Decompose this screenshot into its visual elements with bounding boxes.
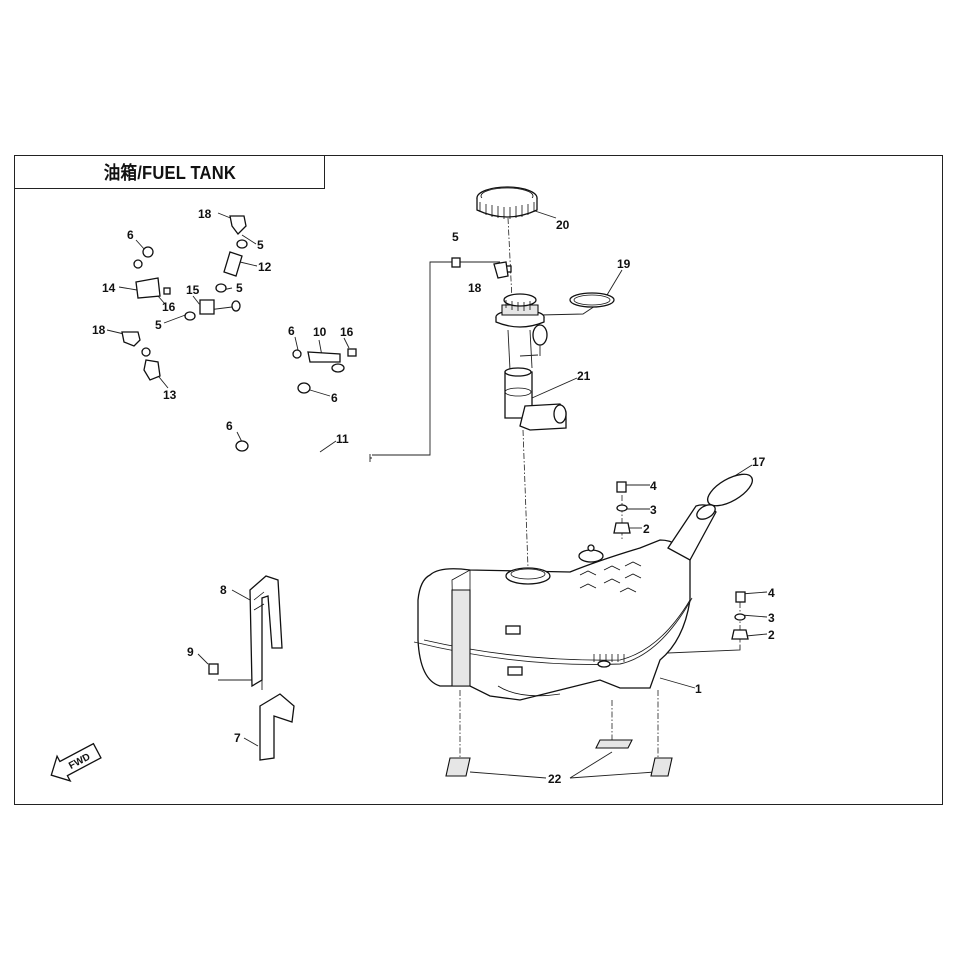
rubber-pads-part bbox=[445, 739, 673, 777]
callout-18-top: 18 bbox=[198, 207, 212, 221]
callout-19: 19 bbox=[617, 257, 631, 271]
tank-strap-part bbox=[249, 575, 283, 688]
leader-lines bbox=[106, 205, 768, 779]
bolt-stack-right bbox=[731, 591, 749, 640]
callout-3-upper: 3 bbox=[650, 503, 657, 517]
strap-bolt-part bbox=[208, 663, 219, 675]
forward-direction-arrow: FWD bbox=[50, 742, 102, 783]
callout-11: 11 bbox=[336, 432, 349, 446]
hose-assembly-upper bbox=[121, 215, 248, 381]
callout-4-right: 4 bbox=[768, 586, 775, 600]
callout-18-left: 18 bbox=[92, 323, 106, 337]
filler-gasket-part bbox=[707, 473, 753, 507]
callout-5-b: 5 bbox=[236, 281, 243, 295]
callout-5-a: 5 bbox=[257, 238, 264, 252]
strap-pad-part bbox=[259, 693, 295, 761]
callout-9: 9 bbox=[187, 645, 194, 659]
callout-20: 20 bbox=[556, 218, 570, 232]
callout-17: 17 bbox=[752, 455, 766, 469]
callout-4-upper: 4 bbox=[650, 479, 657, 493]
fuel-cap-ring-part bbox=[476, 186, 538, 219]
title-box: 油箱/FUEL TANK bbox=[14, 155, 325, 189]
callout-7: 7 bbox=[234, 731, 241, 745]
callout-10: 10 bbox=[313, 325, 327, 339]
callout-labels: 20 19 21 17 4 3 2 4 3 2 1 22 5 18 18 5 1… bbox=[92, 207, 775, 786]
callout-22: 22 bbox=[548, 772, 562, 786]
hose-bracket-part bbox=[235, 257, 509, 452]
callout-12: 12 bbox=[258, 260, 272, 274]
callout-21: 21 bbox=[577, 369, 591, 383]
bolt-stack-upper bbox=[613, 481, 631, 534]
callout-16-b: 16 bbox=[340, 325, 354, 339]
callout-2-upper: 2 bbox=[643, 522, 650, 536]
diagram-frame bbox=[14, 155, 943, 805]
callout-1: 1 bbox=[695, 682, 702, 696]
callout-6-c: 6 bbox=[226, 419, 233, 433]
callout-13: 13 bbox=[163, 388, 177, 402]
callout-5-c: 5 bbox=[155, 318, 162, 332]
callout-6-b: 6 bbox=[331, 391, 338, 405]
callout-8: 8 bbox=[220, 583, 227, 597]
page-title: 油箱/FUEL TANK bbox=[103, 163, 236, 183]
callout-15: 15 bbox=[186, 283, 200, 297]
callout-5-top: 5 bbox=[452, 230, 459, 244]
callout-14: 14 bbox=[102, 281, 116, 295]
fuel-pump-part bbox=[495, 265, 567, 431]
callout-3-right: 3 bbox=[768, 611, 775, 625]
callout-18-mid: 18 bbox=[468, 281, 482, 295]
fuel-tank-part bbox=[413, 504, 717, 701]
callout-2-right: 2 bbox=[768, 628, 775, 642]
callout-6-mid: 6 bbox=[288, 324, 295, 338]
o-ring-part bbox=[569, 292, 615, 308]
callout-6-left: 6 bbox=[127, 228, 134, 242]
callout-16-a: 16 bbox=[162, 300, 176, 314]
fuel-hose-long-part bbox=[232, 304, 372, 462]
